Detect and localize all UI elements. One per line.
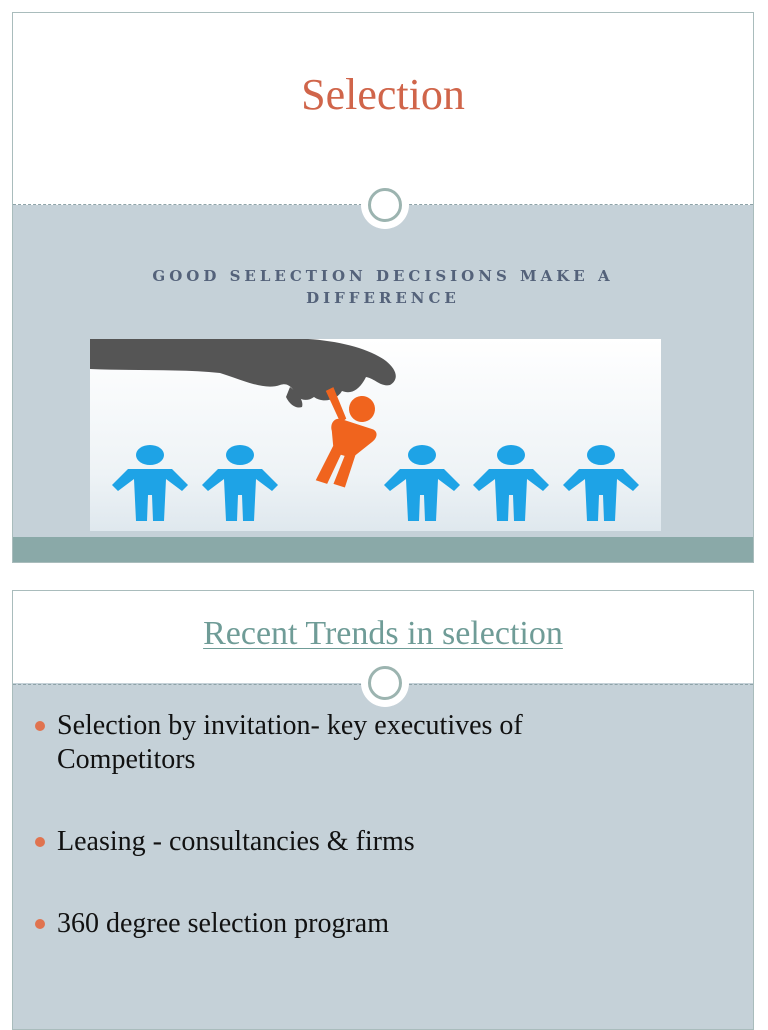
person-icon [384, 445, 460, 521]
bullet-dot-icon [35, 721, 45, 731]
slide-subtitle: GOOD SELECTION DECISIONS MAKE A DIFFEREN… [152, 267, 614, 307]
bullet-item: Selection by invitation- key executives … [33, 709, 713, 777]
bullet-item: Leasing - consultancies & firms [33, 825, 713, 859]
bullet-item: 360 degree selection program [33, 907, 713, 941]
bullet-list: Selection by invitation- key executives … [33, 709, 713, 989]
person-icon [202, 445, 278, 521]
person-icon [473, 445, 549, 521]
bullet-dot-icon [35, 919, 45, 929]
people-group [112, 445, 639, 521]
slide-recent-trends: Recent Trends in selection Selection by … [12, 590, 754, 1030]
slide-title: Recent Trends in selection [203, 615, 563, 652]
title-area: Selection [13, 13, 753, 205]
body-area [13, 683, 753, 1029]
bullet-dot-icon [35, 837, 45, 847]
bullet-text: Selection by invitation- key executives … [57, 710, 523, 741]
selection-illustration [90, 339, 639, 521]
hand-picking-person-image [90, 339, 661, 531]
hand-icon [90, 339, 396, 401]
selected-person-icon [315, 387, 377, 488]
finger-icon [286, 387, 303, 408]
circle-ornament-icon [361, 181, 409, 229]
slide-selection: Selection GOOD SELECTION DECISIONS MAKE … [12, 12, 754, 563]
bullet-text: Leasing - consultancies & firms [57, 826, 415, 857]
bullet-text-continued: Competitors [57, 744, 196, 775]
person-icon [563, 445, 639, 521]
slide-title: Selection [301, 70, 465, 119]
person-icon [112, 445, 188, 521]
circle-ornament-icon [361, 659, 409, 707]
bullet-text: 360 degree selection program [57, 908, 389, 939]
footer-band [13, 537, 753, 562]
